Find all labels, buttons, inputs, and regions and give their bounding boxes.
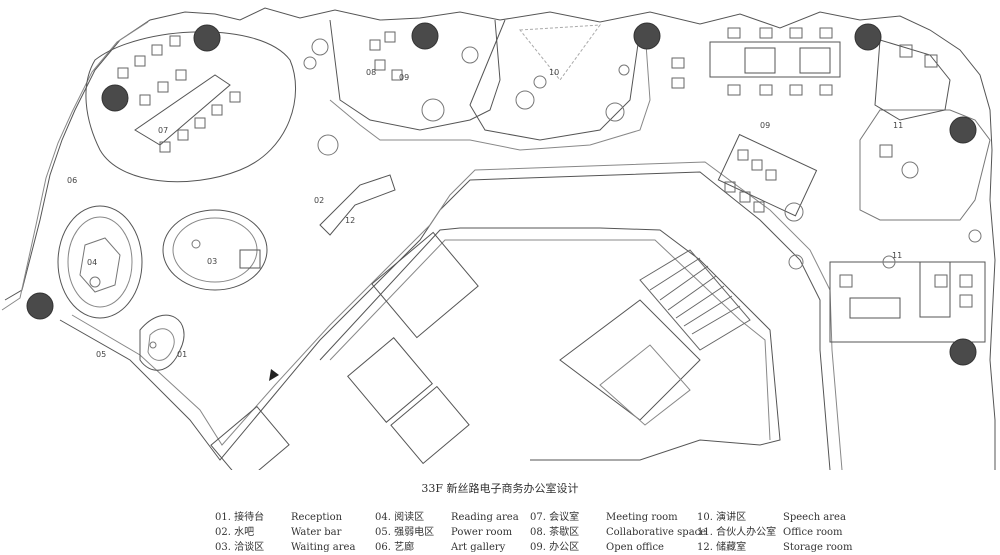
room-label: 09 [399, 73, 409, 82]
legend-label-zh: 09. 办公区 [530, 542, 580, 553]
room-label: 09 [760, 121, 770, 130]
legend-label-zh: 03. 洽谈区 [215, 542, 265, 553]
legend-item: 11. 合伙人办公室 Office room [697, 525, 852, 540]
legend-label-en: Storage room [783, 542, 853, 553]
floor-plan: 01 02 03 04 05 06 07 08 09 10 09 11 11 1… [1, 7, 996, 470]
room-label: 10 [549, 68, 559, 77]
legend-item: 10. 演讲区 Speech area [697, 510, 852, 525]
room-label: 11 [893, 121, 903, 130]
legend-label-en: Open office [606, 542, 664, 553]
legend-column-3: 07. 会议室 Meeting room 08. 茶歇区 Collaborative… [530, 510, 706, 555]
core-walls [319, 227, 781, 461]
room-label: 08 [366, 68, 376, 77]
legend-label-en: Speech area [783, 512, 846, 523]
legend-item: 07. 会议室 Meeting room [530, 510, 706, 525]
legend-column-4: 10. 演讲区 Speech area 11. 合伙人办公室 Office room… [697, 510, 852, 555]
room-label: 07 [158, 126, 168, 135]
legend-label-zh: 05. 强弱电区 [375, 527, 435, 538]
legend-item: 02. 水吧 Water bar [215, 525, 355, 540]
room-label: 03 [207, 257, 217, 266]
room-label: 11 [892, 251, 902, 260]
room-label: 12 [345, 216, 355, 225]
entrance-arrow-icon [269, 369, 279, 381]
room-label: 05 [96, 350, 106, 359]
legend-label-zh: 08. 茶歇区 [530, 527, 580, 538]
plan-title: 33F 新丝路电子商务办公室设计 [421, 482, 579, 495]
legend-label-en: Waiting area [291, 542, 356, 553]
legend-label-en: Water bar [291, 527, 342, 538]
legend-item: 04. 阅读区 Reading area [375, 510, 519, 525]
legend-label-zh: 06. 艺廊 [375, 542, 415, 553]
room-label: 01 [177, 350, 187, 359]
legend-item: 01. 接待台 Reception [215, 510, 355, 525]
legend-label-zh: 10. 演讲区 [697, 512, 747, 523]
room-label: 06 [67, 176, 77, 185]
legend-label-en: Reception [291, 512, 343, 523]
legend-item: 03. 洽谈区 Waiting area [215, 540, 355, 555]
legend-label-en: Power room [451, 527, 513, 538]
legend-label-en: Office room [783, 527, 843, 538]
reading-area [57, 205, 143, 319]
reception-desk [139, 314, 185, 371]
legend-label-zh: 07. 会议室 [530, 512, 580, 523]
legend-label-zh: 02. 水吧 [215, 527, 255, 538]
structural-columns [26, 22, 977, 366]
legend-label-zh: 11. 合伙人办公室 [697, 527, 777, 538]
legend-item: 05. 强弱电区 Power room [375, 525, 519, 540]
legend-label-en: Art gallery [451, 542, 506, 553]
legend-label-zh: 12. 储藏室 [697, 542, 747, 553]
legend-label-en: Collaborative space [606, 527, 707, 538]
legend-item: 08. 茶歇区 Collaborative space [530, 525, 706, 540]
room-label: 04 [87, 258, 97, 267]
legend-item: 06. 艺廊 Art gallery [375, 540, 519, 555]
staircase [639, 249, 751, 351]
waiting-area [162, 209, 268, 291]
legend-label-zh: 01. 接待台 [215, 512, 265, 523]
legend-label-en: Meeting room [606, 512, 678, 523]
legend-column-1: 01. 接待台 Reception 02. 水吧 Water bar 03. 洽谈区… [215, 510, 355, 555]
legend-label-zh: 04. 阅读区 [375, 512, 425, 523]
outer-wall [4, 7, 996, 470]
legend-item: 09. 办公区 Open office [530, 540, 706, 555]
room-label: 02 [314, 196, 324, 205]
legend-label-en: Reading area [451, 512, 519, 523]
legend-column-2: 04. 阅读区 Reading area 05. 强弱电区 Power room 0… [375, 510, 519, 555]
legend-item: 12. 储藏室 Storage room [697, 540, 852, 555]
